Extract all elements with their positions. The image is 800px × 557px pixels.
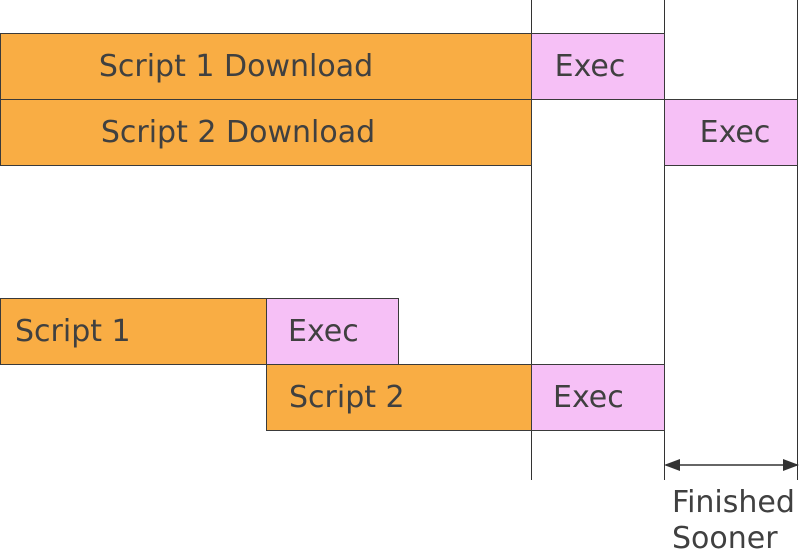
script1-bar: Script 1 xyxy=(0,298,267,365)
script1-label: Script 1 xyxy=(15,314,131,349)
script1-exec-bar-bottom: Exec xyxy=(266,298,399,365)
script2-exec-label-bottom: Exec xyxy=(553,380,624,415)
time-saved-arrow xyxy=(664,459,799,471)
guide-line-right xyxy=(797,0,798,480)
script2-exec-bar: Exec xyxy=(664,99,798,166)
script1-download-label: Script 1 Download xyxy=(98,49,374,84)
guide-line-left xyxy=(531,0,532,480)
finished-sooner-caption: Finished Sooner xyxy=(672,485,795,557)
script2-download-bar: Script 2 Download xyxy=(0,99,532,166)
script1-exec-label-bottom: Exec xyxy=(288,314,359,349)
script2-download-label: Script 2 Download xyxy=(100,115,376,150)
script1-exec-bar: Exec xyxy=(531,33,665,100)
script2-label: Script 2 xyxy=(289,380,405,415)
caption-line-1: Finished xyxy=(672,485,795,520)
script2-bar: Script 2 xyxy=(266,364,532,431)
guide-line-middle xyxy=(664,0,665,480)
script2-exec-label: Exec xyxy=(699,115,771,150)
caption-line-2: Sooner xyxy=(672,521,778,556)
script2-exec-bar-bottom: Exec xyxy=(531,364,665,431)
script1-download-bar: Script 1 Download xyxy=(0,33,532,100)
script1-exec-label: Exec xyxy=(554,49,626,84)
